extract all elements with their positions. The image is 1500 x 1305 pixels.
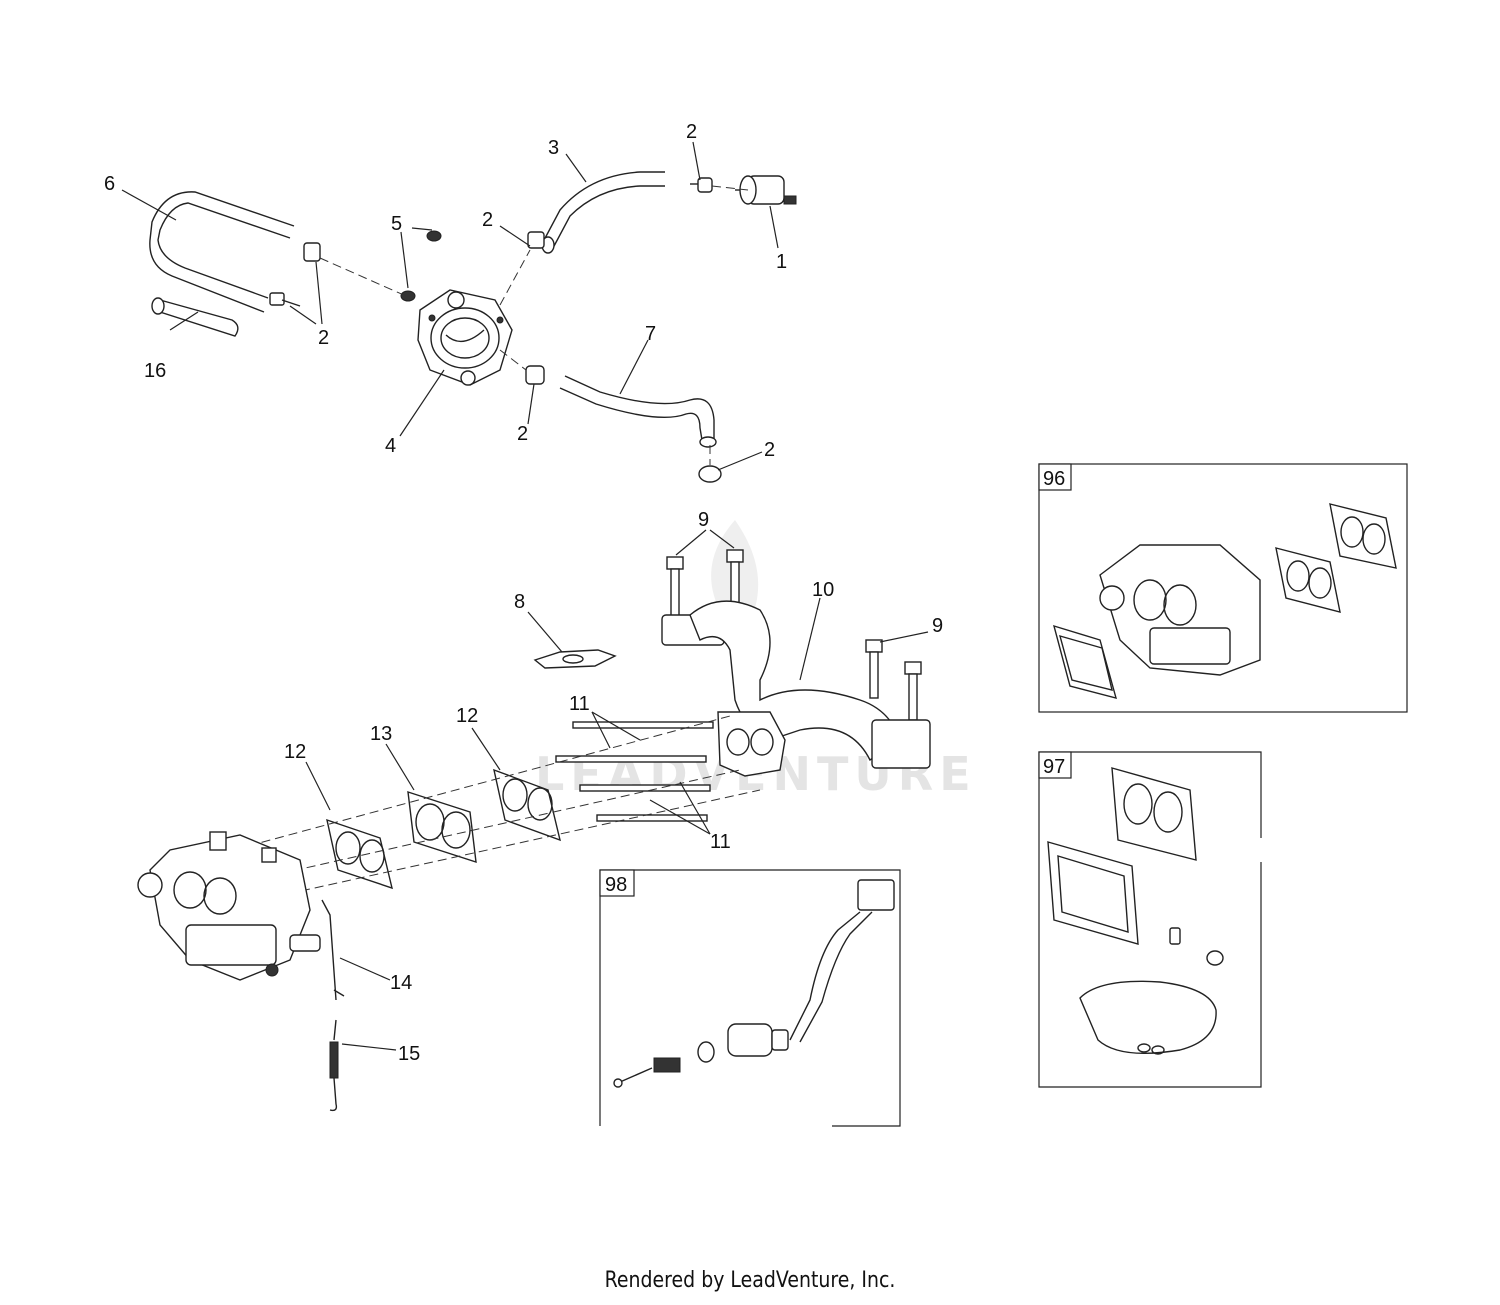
kit-97-label: 97 xyxy=(1043,756,1065,778)
assembly-line xyxy=(319,185,749,465)
callout-labels: 1 2 2 2 2 2 3 4 5 6 7 8 9 9 10 11 11 12 … xyxy=(104,121,943,1065)
intake-manifold[interactable] xyxy=(661,600,931,777)
callout-1: 1 xyxy=(776,251,787,273)
kit-96-box: 96 xyxy=(1038,463,1408,713)
callout-11: 11 xyxy=(569,693,590,715)
callout-9: 9 xyxy=(698,509,709,531)
hose-clamp[interactable] xyxy=(527,177,713,249)
callout-6: 6 xyxy=(104,173,115,195)
hose-16[interactable] xyxy=(151,297,239,337)
callout-2: 2 xyxy=(686,121,697,143)
callout-7: 7 xyxy=(645,323,656,345)
callout-2: 2 xyxy=(482,209,493,231)
leader-lines xyxy=(121,141,929,1051)
carburetor-spacer[interactable] xyxy=(407,790,477,864)
callout-2: 2 xyxy=(318,327,329,349)
gasket-12[interactable] xyxy=(326,818,393,890)
callout-2: 2 xyxy=(764,439,775,461)
assembly-line xyxy=(247,715,761,901)
callout-16: 16 xyxy=(144,360,166,382)
governor-spring[interactable] xyxy=(329,1019,339,1112)
callout-14: 14 xyxy=(390,972,412,994)
kit-97-box: 97 xyxy=(1038,751,1262,1088)
callout-10: 10 xyxy=(812,579,834,601)
carburetor[interactable] xyxy=(137,831,321,981)
callout-2: 2 xyxy=(517,423,528,445)
callout-13: 13 xyxy=(370,723,392,745)
callout-9: 9 xyxy=(932,615,943,637)
callout-15: 15 xyxy=(398,1043,420,1065)
throttle-link[interactable] xyxy=(321,899,345,1001)
callout-8: 8 xyxy=(514,591,525,613)
callout-11: 11 xyxy=(710,831,731,853)
fuel-hose-6[interactable] xyxy=(149,191,295,313)
kit-98-label: 98 xyxy=(605,874,627,896)
fuel-pump[interactable] xyxy=(417,289,513,386)
hose-clamp[interactable] xyxy=(525,365,722,483)
pump-screw[interactable] xyxy=(400,230,442,302)
gasket-12[interactable] xyxy=(493,768,561,842)
kit-96-label: 96 xyxy=(1043,468,1065,490)
footer-credit: Rendered by LeadVenture, Inc. xyxy=(604,1268,896,1293)
callout-3: 3 xyxy=(548,137,559,159)
callout-5: 5 xyxy=(391,213,402,235)
callout-4: 4 xyxy=(385,435,396,457)
fuel-hose-3[interactable] xyxy=(541,171,665,254)
callout-12: 12 xyxy=(284,741,306,763)
hose-clamp[interactable] xyxy=(269,242,321,307)
gasket-8[interactable] xyxy=(533,649,617,669)
callout-12: 12 xyxy=(456,705,478,727)
manifold-stud[interactable] xyxy=(555,721,714,822)
fuel-hose-7[interactable] xyxy=(559,375,717,448)
kit-98-box: 98 xyxy=(599,869,901,1127)
